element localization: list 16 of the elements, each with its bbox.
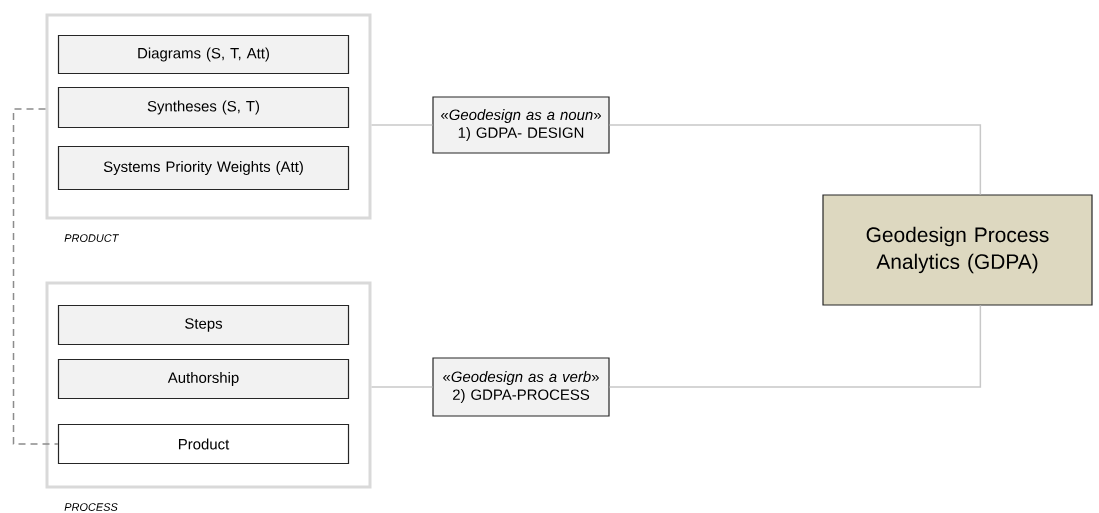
- connector-line: [370, 386, 434, 388]
- process-box: Product: [57, 423, 350, 465]
- process-box: Geodesign Process Analytics (GDPA): [822, 194, 1093, 306]
- connector-line: [608, 124, 982, 196]
- process-box: «Geodesign as a noun» 1) GDPA- DESIGN: [432, 96, 610, 154]
- connector-line: [370, 124, 434, 126]
- node-label: PRODUCT: [64, 234, 120, 242]
- process-box: Syntheses (S, T): [57, 86, 350, 129]
- process-box: Authorship: [57, 358, 350, 400]
- process-box: «Geodesign as a verb» 2) GDPA-PROCESS: [432, 357, 610, 417]
- process-box: Systems Priority Weights (Att): [57, 145, 350, 191]
- process-box: Diagrams (S, T, Att): [57, 34, 350, 75]
- process-box: Steps: [57, 304, 350, 346]
- node-label: PROCESS: [64, 503, 118, 511]
- connector-line: [608, 304, 982, 388]
- connector-line: [12, 108, 59, 445]
